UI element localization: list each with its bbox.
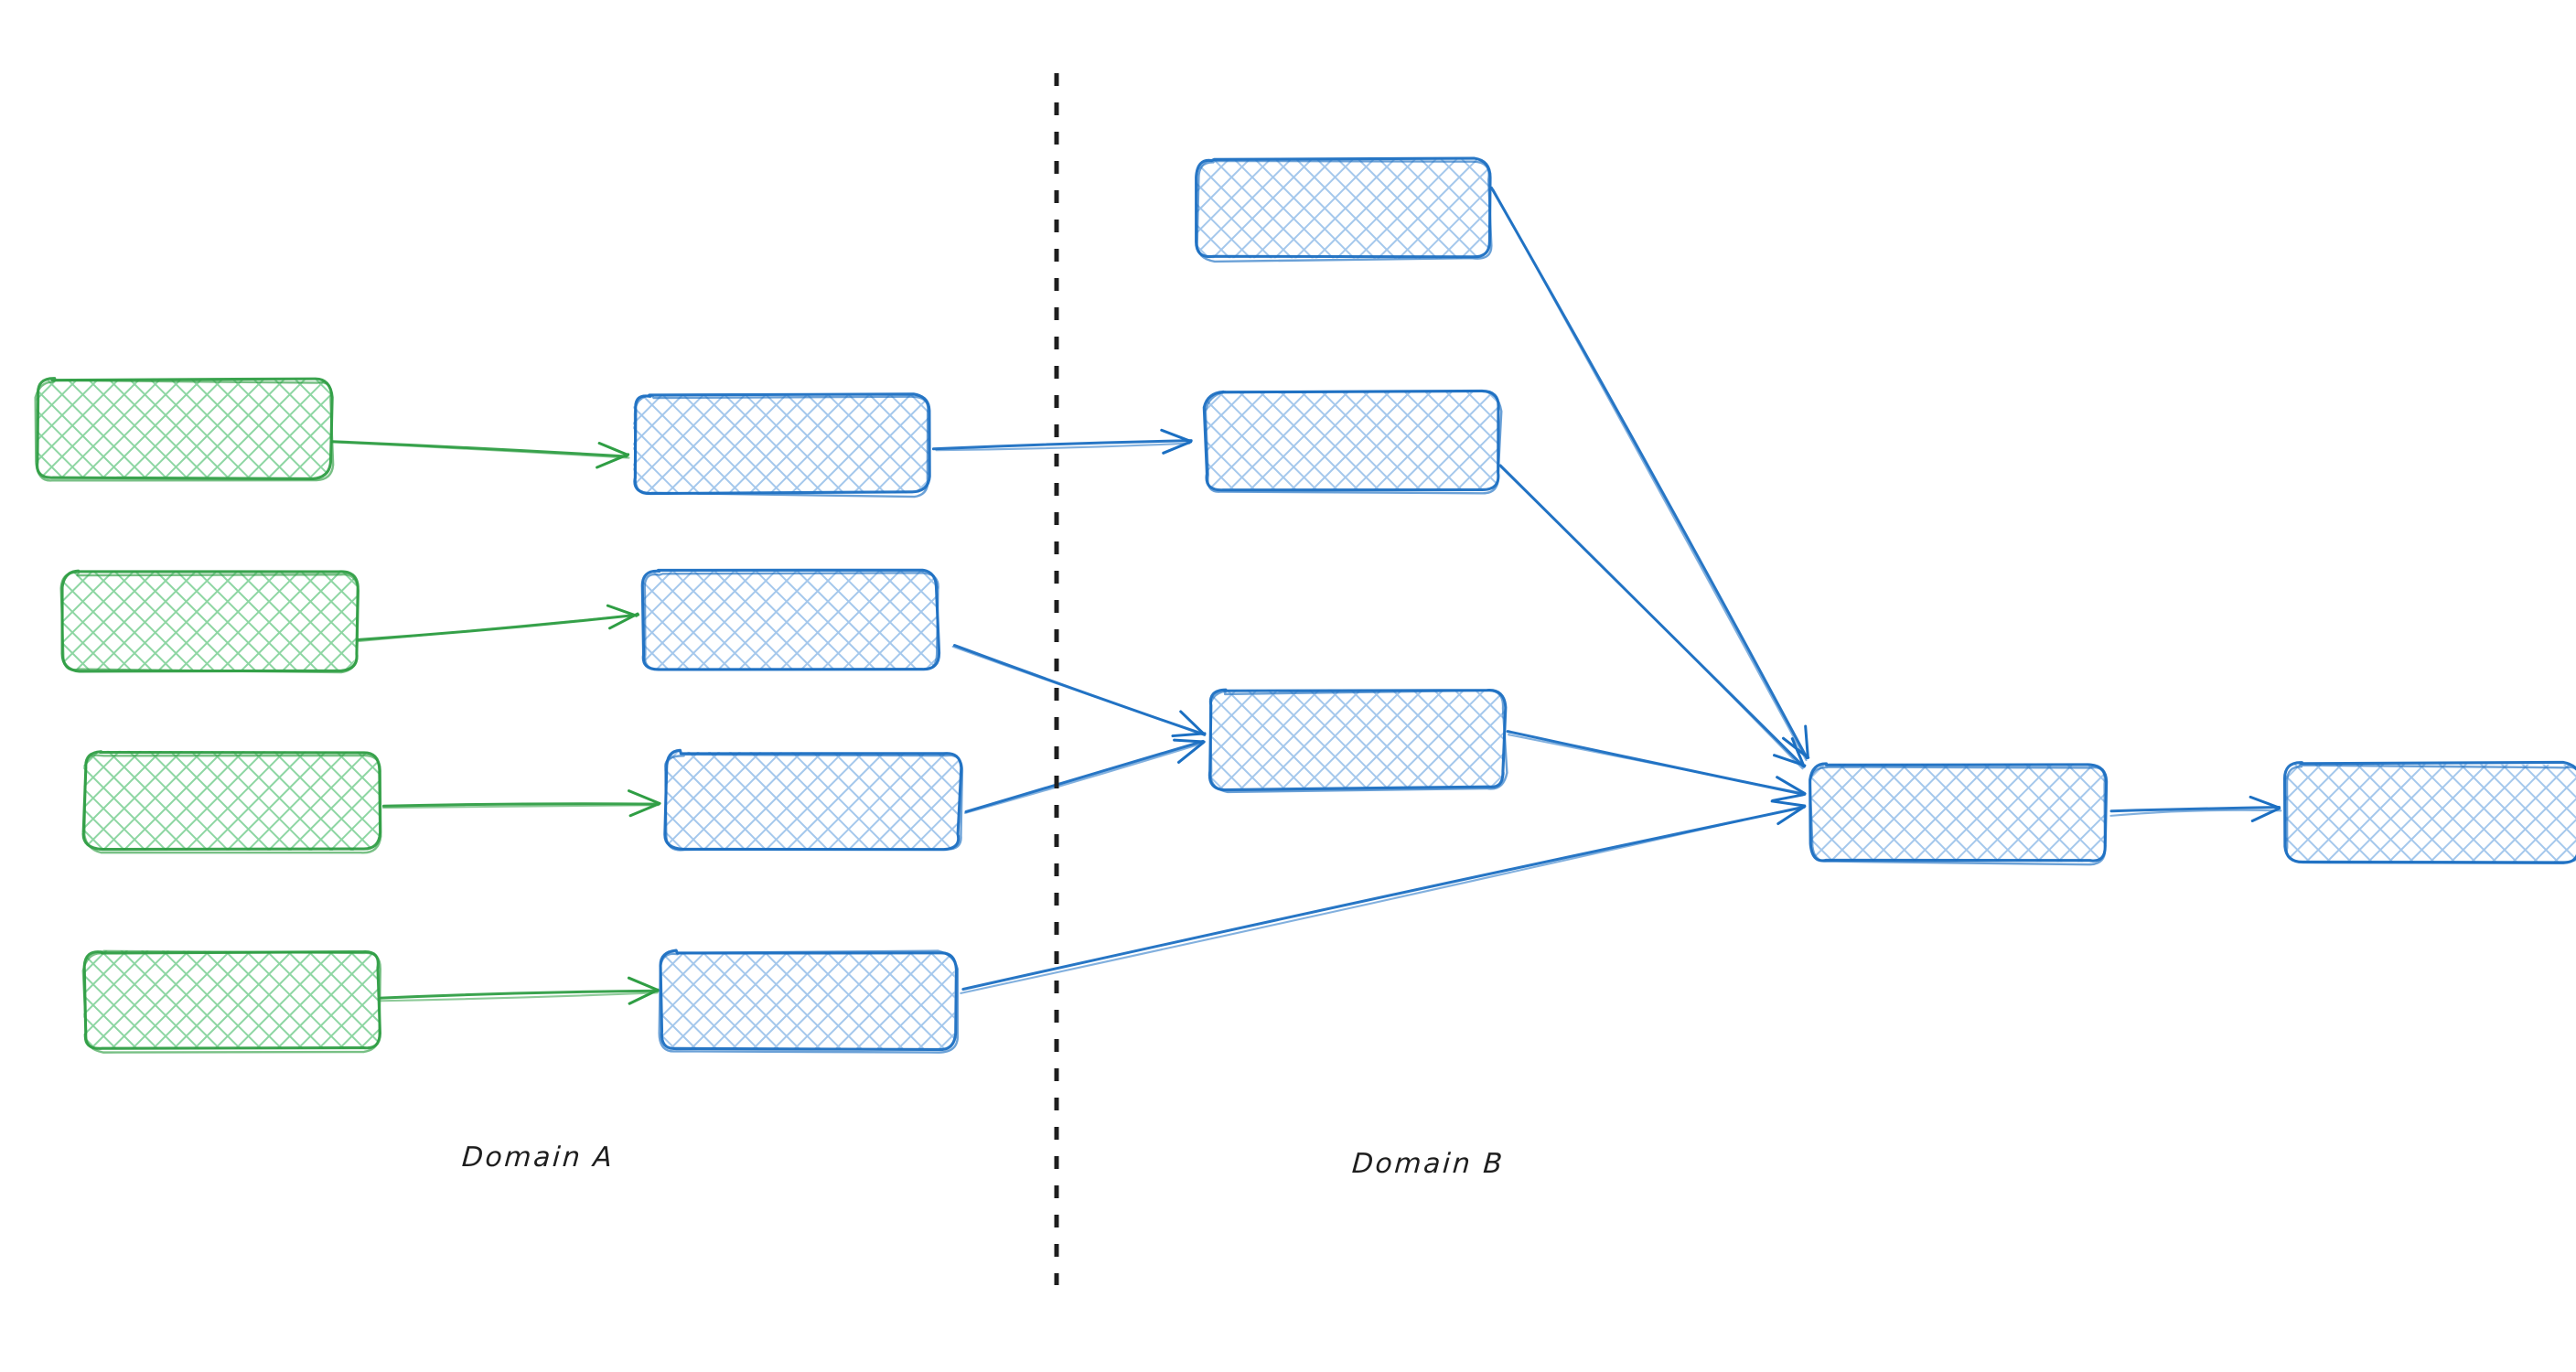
arrowhead-lower <box>627 976 660 991</box>
node-outline-pass2 <box>81 949 382 1054</box>
arrowhead-lower <box>1804 724 1809 758</box>
edge-shaft-pass2 <box>1499 466 1804 770</box>
node-outline-pass2 <box>1204 390 1503 495</box>
arrowhead-lower <box>1776 776 1807 795</box>
edge-shaft <box>931 439 1193 451</box>
node-a1[interactable] <box>34 377 335 482</box>
arrowhead-upper <box>1177 741 1205 764</box>
edge-shaft-pass2 <box>960 805 1805 994</box>
node-out[interactable] <box>2282 760 2576 864</box>
node-fill <box>1209 690 1505 789</box>
node-fill <box>664 751 961 850</box>
edge-e-m4-hub[interactable] <box>960 799 1807 994</box>
node-m2[interactable] <box>640 568 941 671</box>
nodes-layer <box>34 156 2576 1054</box>
arrowhead-upper <box>1162 440 1193 455</box>
node-outline <box>1208 688 1508 792</box>
edge-e-a4-m4[interactable] <box>380 976 660 1005</box>
arrowhead-lower <box>1179 710 1205 735</box>
edge-e-b3-hub[interactable] <box>1506 730 1807 802</box>
arrowhead-lower <box>1160 428 1193 444</box>
node-fill <box>1810 763 2107 863</box>
edge-shaft-pass2 <box>380 991 659 1002</box>
arrowhead-lower <box>1790 737 1806 768</box>
edge-shaft <box>380 989 660 1000</box>
edge-shaft <box>2109 806 2281 813</box>
arrowhead-upper <box>1773 754 1807 767</box>
edge-shaft-pass2 <box>1508 734 1807 795</box>
arrowhead-upper <box>1776 805 1807 826</box>
arrowhead-lower <box>597 442 629 456</box>
node-hub[interactable] <box>1809 762 2109 866</box>
edge-e-m3-b3[interactable] <box>964 738 1206 814</box>
edge-e-hub-out[interactable] <box>2109 795 2282 822</box>
arrowhead-upper <box>1171 732 1207 738</box>
edge-shaft-pass2 <box>964 742 1204 814</box>
node-fill <box>83 950 380 1049</box>
arrowhead-upper <box>608 612 639 630</box>
edge-shaft-pass2 <box>951 645 1205 734</box>
edge-e-a3-m3[interactable] <box>381 789 661 818</box>
edge-shaft-pass2 <box>2109 809 2282 817</box>
node-outline-pass2 <box>643 572 939 671</box>
edge-e-m1-b2[interactable] <box>931 428 1193 455</box>
edge-shaft-pass2 <box>1492 188 1808 762</box>
node-outline-pass2 <box>1196 159 1493 263</box>
node-a3[interactable] <box>81 750 382 854</box>
node-outline-pass2 <box>2285 764 2576 863</box>
arrowhead-upper <box>596 453 630 469</box>
edges-layer <box>330 186 2282 1005</box>
node-outline-pass2 <box>658 949 960 1054</box>
node-fill <box>1205 391 1499 490</box>
edge-shaft-pass2 <box>935 442 1191 452</box>
arrowhead-lower <box>1173 738 1206 744</box>
arrowhead-upper <box>628 988 660 1005</box>
node-a4[interactable] <box>81 949 382 1054</box>
edge-shaft-pass2 <box>381 804 660 809</box>
node-b2[interactable] <box>1202 389 1503 495</box>
node-m4[interactable] <box>658 949 960 1054</box>
node-outline-pass2 <box>1208 689 1508 794</box>
arrowhead-lower <box>1770 799 1807 808</box>
node-m1[interactable] <box>632 392 931 498</box>
node-b1[interactable] <box>1195 156 1493 263</box>
node-fill <box>2284 762 2576 862</box>
node-outline-pass2 <box>83 754 382 854</box>
edge-shaft <box>961 805 1806 991</box>
arrowhead-lower <box>606 604 639 617</box>
node-fill <box>83 750 380 852</box>
arrowhead-upper <box>2250 807 2281 822</box>
edge-e-a2-m2[interactable] <box>356 604 640 643</box>
node-fill <box>642 570 939 670</box>
edge-e-b1-hub[interactable] <box>1490 186 1810 762</box>
node-fill <box>61 571 357 670</box>
node-b3[interactable] <box>1208 688 1508 794</box>
node-a2[interactable] <box>59 569 360 674</box>
arrowhead-upper <box>628 801 661 818</box>
node-fill <box>660 950 955 1050</box>
arrowhead-upper <box>1771 793 1805 802</box>
edge-e-a1-m1[interactable] <box>330 440 630 469</box>
node-outline-pass2 <box>59 571 360 674</box>
edge-shaft-pass2 <box>357 614 639 643</box>
edge-shaft-pass2 <box>330 441 630 459</box>
node-outline-pass2 <box>1809 766 2107 866</box>
edge-shaft <box>964 739 1205 813</box>
edge-e-m2-b3[interactable] <box>951 644 1207 738</box>
node-m3[interactable] <box>663 748 964 852</box>
node-fill <box>632 394 928 494</box>
label-domain-a: Domain A <box>460 1142 616 1174</box>
node-fill <box>36 379 332 478</box>
node-outline-pass2 <box>633 394 929 498</box>
node-fill <box>1196 159 1490 259</box>
label-domain-b: Domain B <box>1350 1148 1506 1180</box>
edge-shaft <box>381 802 660 808</box>
node-outline-pass2 <box>34 379 335 482</box>
edge-e-b2-hub[interactable] <box>1498 464 1807 770</box>
node-outline-pass2 <box>664 753 964 852</box>
arrowhead-lower <box>628 789 660 805</box>
arrowhead-lower <box>2249 795 2281 809</box>
